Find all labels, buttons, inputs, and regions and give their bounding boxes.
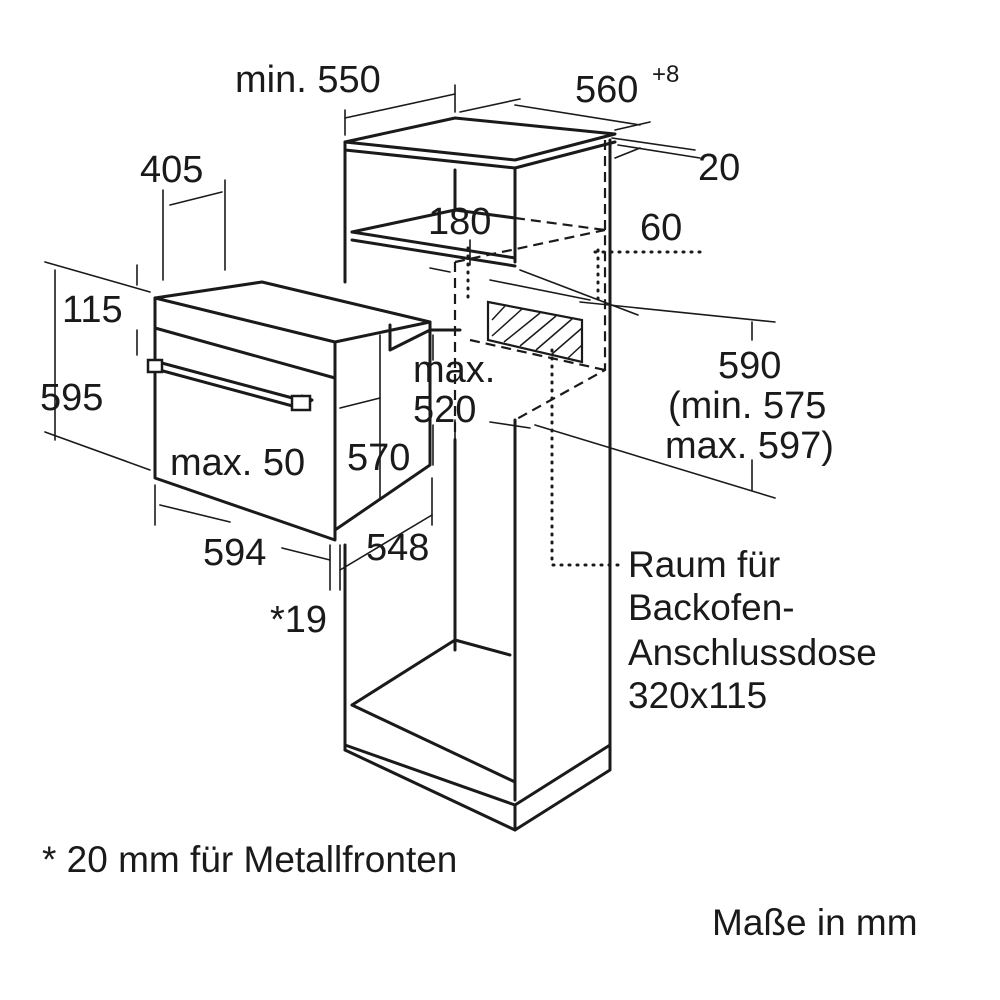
label-min-550: min. 550 [235, 59, 381, 101]
label-20: 20 [698, 147, 740, 189]
footnote: * 20 mm für Metallfronten [42, 839, 457, 880]
label-19: *19 [270, 599, 327, 641]
label-520: 520 [413, 389, 476, 431]
label-560: 560 [575, 69, 638, 111]
label-60: 60 [640, 207, 682, 249]
cabinet [343, 116, 617, 832]
socket-note-line4: 320x115 [628, 675, 767, 716]
label-max: max. [413, 349, 495, 391]
socket-zone [486, 300, 584, 364]
units-note: Maße in mm [712, 902, 918, 943]
label-min-575: (min. 575 [668, 385, 826, 427]
label-570: 570 [347, 437, 410, 479]
label-max-597: max. 597) [665, 425, 834, 467]
label-590: 590 [718, 345, 781, 387]
label-594: 594 [203, 532, 266, 574]
label-405: 405 [140, 149, 203, 191]
label-max-50: max. 50 [170, 442, 305, 484]
label-180: 180 [428, 201, 491, 243]
dimension-labels: min. 550 560 +8 20 405 180 60 115 595 ma… [40, 59, 834, 641]
cable-path [466, 246, 702, 567]
label-560-tolerance: +8 [652, 61, 679, 88]
dimension-lines [44, 84, 776, 591]
label-595: 595 [40, 377, 103, 419]
socket-note-line2: Backofen- [628, 587, 795, 628]
oven [146, 280, 462, 542]
socket-note-line1: Raum für [628, 544, 780, 585]
socket-note: Raum für Backofen- Anschlussdose 320x115 [628, 544, 877, 716]
label-548: 548 [366, 527, 429, 569]
label-115: 115 [62, 289, 123, 331]
socket-note-line3: Anschlussdose [628, 632, 877, 673]
